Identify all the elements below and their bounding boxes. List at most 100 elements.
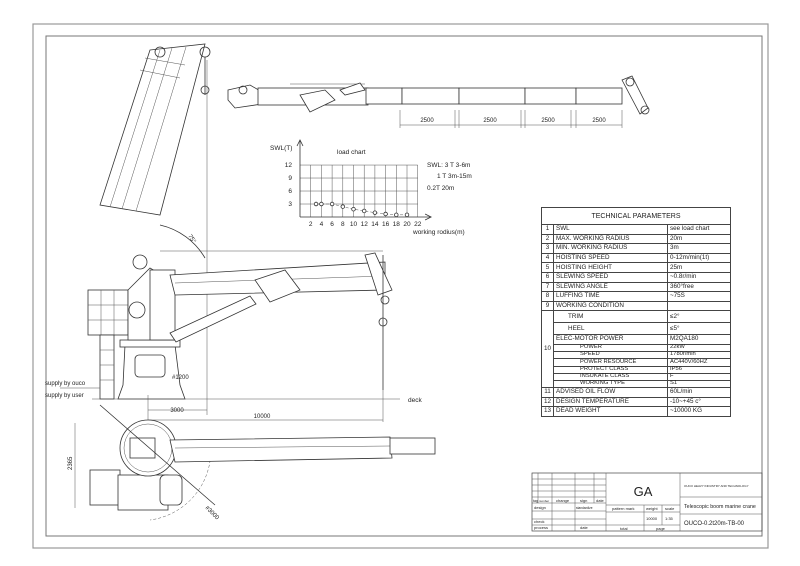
x-tick-label: 22 (414, 221, 422, 228)
row-number: 5 (540, 262, 555, 273)
x-tick-label: 8 (341, 221, 345, 228)
load-chart: SWL(T) load chart working rodius(m) SWL:… (270, 139, 472, 236)
row-number: 12 (540, 396, 555, 408)
x-tick-label: 14 (371, 221, 379, 228)
data-point (404, 212, 410, 218)
tb-label-date: date (596, 498, 605, 503)
tb-label-sign: sign (580, 498, 587, 503)
data-point (313, 201, 319, 207)
tb-label-process: process (534, 525, 548, 530)
y-tick-label: 6 (288, 188, 292, 195)
param-label: DEAD WEIGHT (553, 406, 668, 417)
product-name: Telescopic boom marine crane (684, 504, 756, 510)
deck-label: deck (408, 397, 422, 404)
tb-label-pattern-mark: pattern mark (612, 506, 634, 511)
y-tick-label: 12 (285, 162, 293, 169)
chart-xlabel: working rodius(m) (412, 229, 465, 236)
param-label: SPEED (553, 351, 668, 360)
param-value: ≤2° (667, 310, 731, 324)
supply-by-user-label: supply by user (45, 393, 84, 399)
param-label: DESIGN TEMPERATURE (553, 396, 668, 408)
param-value: 3m (667, 243, 731, 254)
tb-label-number: number (539, 499, 549, 503)
param-value: 22kW (667, 343, 731, 353)
boom-angle-label: 75° (186, 234, 196, 245)
row-number: 3 (540, 243, 555, 254)
param-value: ~75S (667, 291, 731, 302)
y-tick-label: 3 (288, 201, 292, 208)
crane-side-elevation: #1200 (87, 250, 393, 400)
max-radius-dim: 10000 (254, 414, 271, 420)
data-point (362, 208, 367, 214)
param-label: POWER RESOURCE (553, 358, 668, 367)
param-value: -10~+45 c° (667, 396, 731, 408)
param-label: ADVISED OIL FLOW (553, 387, 668, 398)
param-label: POWER (553, 343, 668, 353)
param-value: S1 (667, 379, 731, 389)
tb-label-standardize: standardize (576, 506, 593, 510)
row-number: 6 (540, 271, 555, 283)
param-value (667, 300, 731, 312)
tb-label-page: page (656, 526, 666, 531)
param-label: LUFFING TIME (553, 291, 668, 302)
param-value: 20m (667, 233, 731, 245)
param-value: AC440V/60HZ (667, 358, 731, 367)
param-label: TRIM (553, 310, 668, 324)
data-point (319, 201, 324, 207)
title-block: tag number change sign date design stand… (531, 472, 763, 532)
drawing-type: GA (634, 484, 653, 499)
param-value: 25m (667, 262, 731, 273)
row-number: 2 (540, 233, 555, 245)
segment-dim-4: 2500 (592, 118, 606, 124)
x-axis-arrow (424, 213, 432, 221)
y-axis-arrow (296, 139, 304, 147)
param-label: HOISTING HEIGHT (553, 262, 668, 273)
outer-border (32, 23, 769, 549)
param-value: ≤5° (667, 322, 731, 336)
row-number: 13 (540, 406, 555, 417)
tb-label-tag: tag (533, 499, 538, 503)
data-point (351, 207, 356, 212)
supply-by-ouco-label: supply by ouco (45, 381, 86, 387)
segment-dim-2: 2500 (483, 118, 497, 124)
raised-boom: 75° (99, 43, 211, 259)
table-title: TECHNICAL PARAMETERS (541, 207, 731, 225)
x-tick-label: 2 (309, 221, 313, 228)
row-number: 9 (540, 300, 555, 312)
base-diameter-label: #1200 (172, 375, 189, 381)
tb-label-design: design (534, 505, 546, 510)
chart-annotation-3: 0.2T 20m (427, 185, 454, 192)
tb-label-weight: weight (646, 506, 658, 511)
series-line (316, 203, 407, 216)
tb-scale: 1:35 (665, 516, 674, 521)
tb-label-scale: scale (665, 506, 675, 511)
x-tick-label: 6 (330, 221, 334, 228)
param-label: SLEWING ANGLE (553, 281, 668, 293)
row-number: 4 (540, 252, 555, 264)
tb-label-change: change (556, 498, 570, 503)
param-label: ELEC-MOTOR POWER (553, 334, 668, 345)
x-tick-label: 12 (361, 221, 369, 228)
row-number: 8 (540, 291, 555, 302)
crane-plan-view: #3000 2365 (68, 395, 436, 522)
param-label: SLEWING SPEED (553, 271, 668, 283)
param-value: IP56 (667, 365, 731, 374)
param-value: see load chart (667, 224, 731, 235)
param-label: WORKING CONDITION (553, 300, 668, 312)
company-name: OUCO HEAVY INDUSTRY AND TECHNOLOGY (684, 484, 749, 488)
data-point (340, 204, 345, 209)
